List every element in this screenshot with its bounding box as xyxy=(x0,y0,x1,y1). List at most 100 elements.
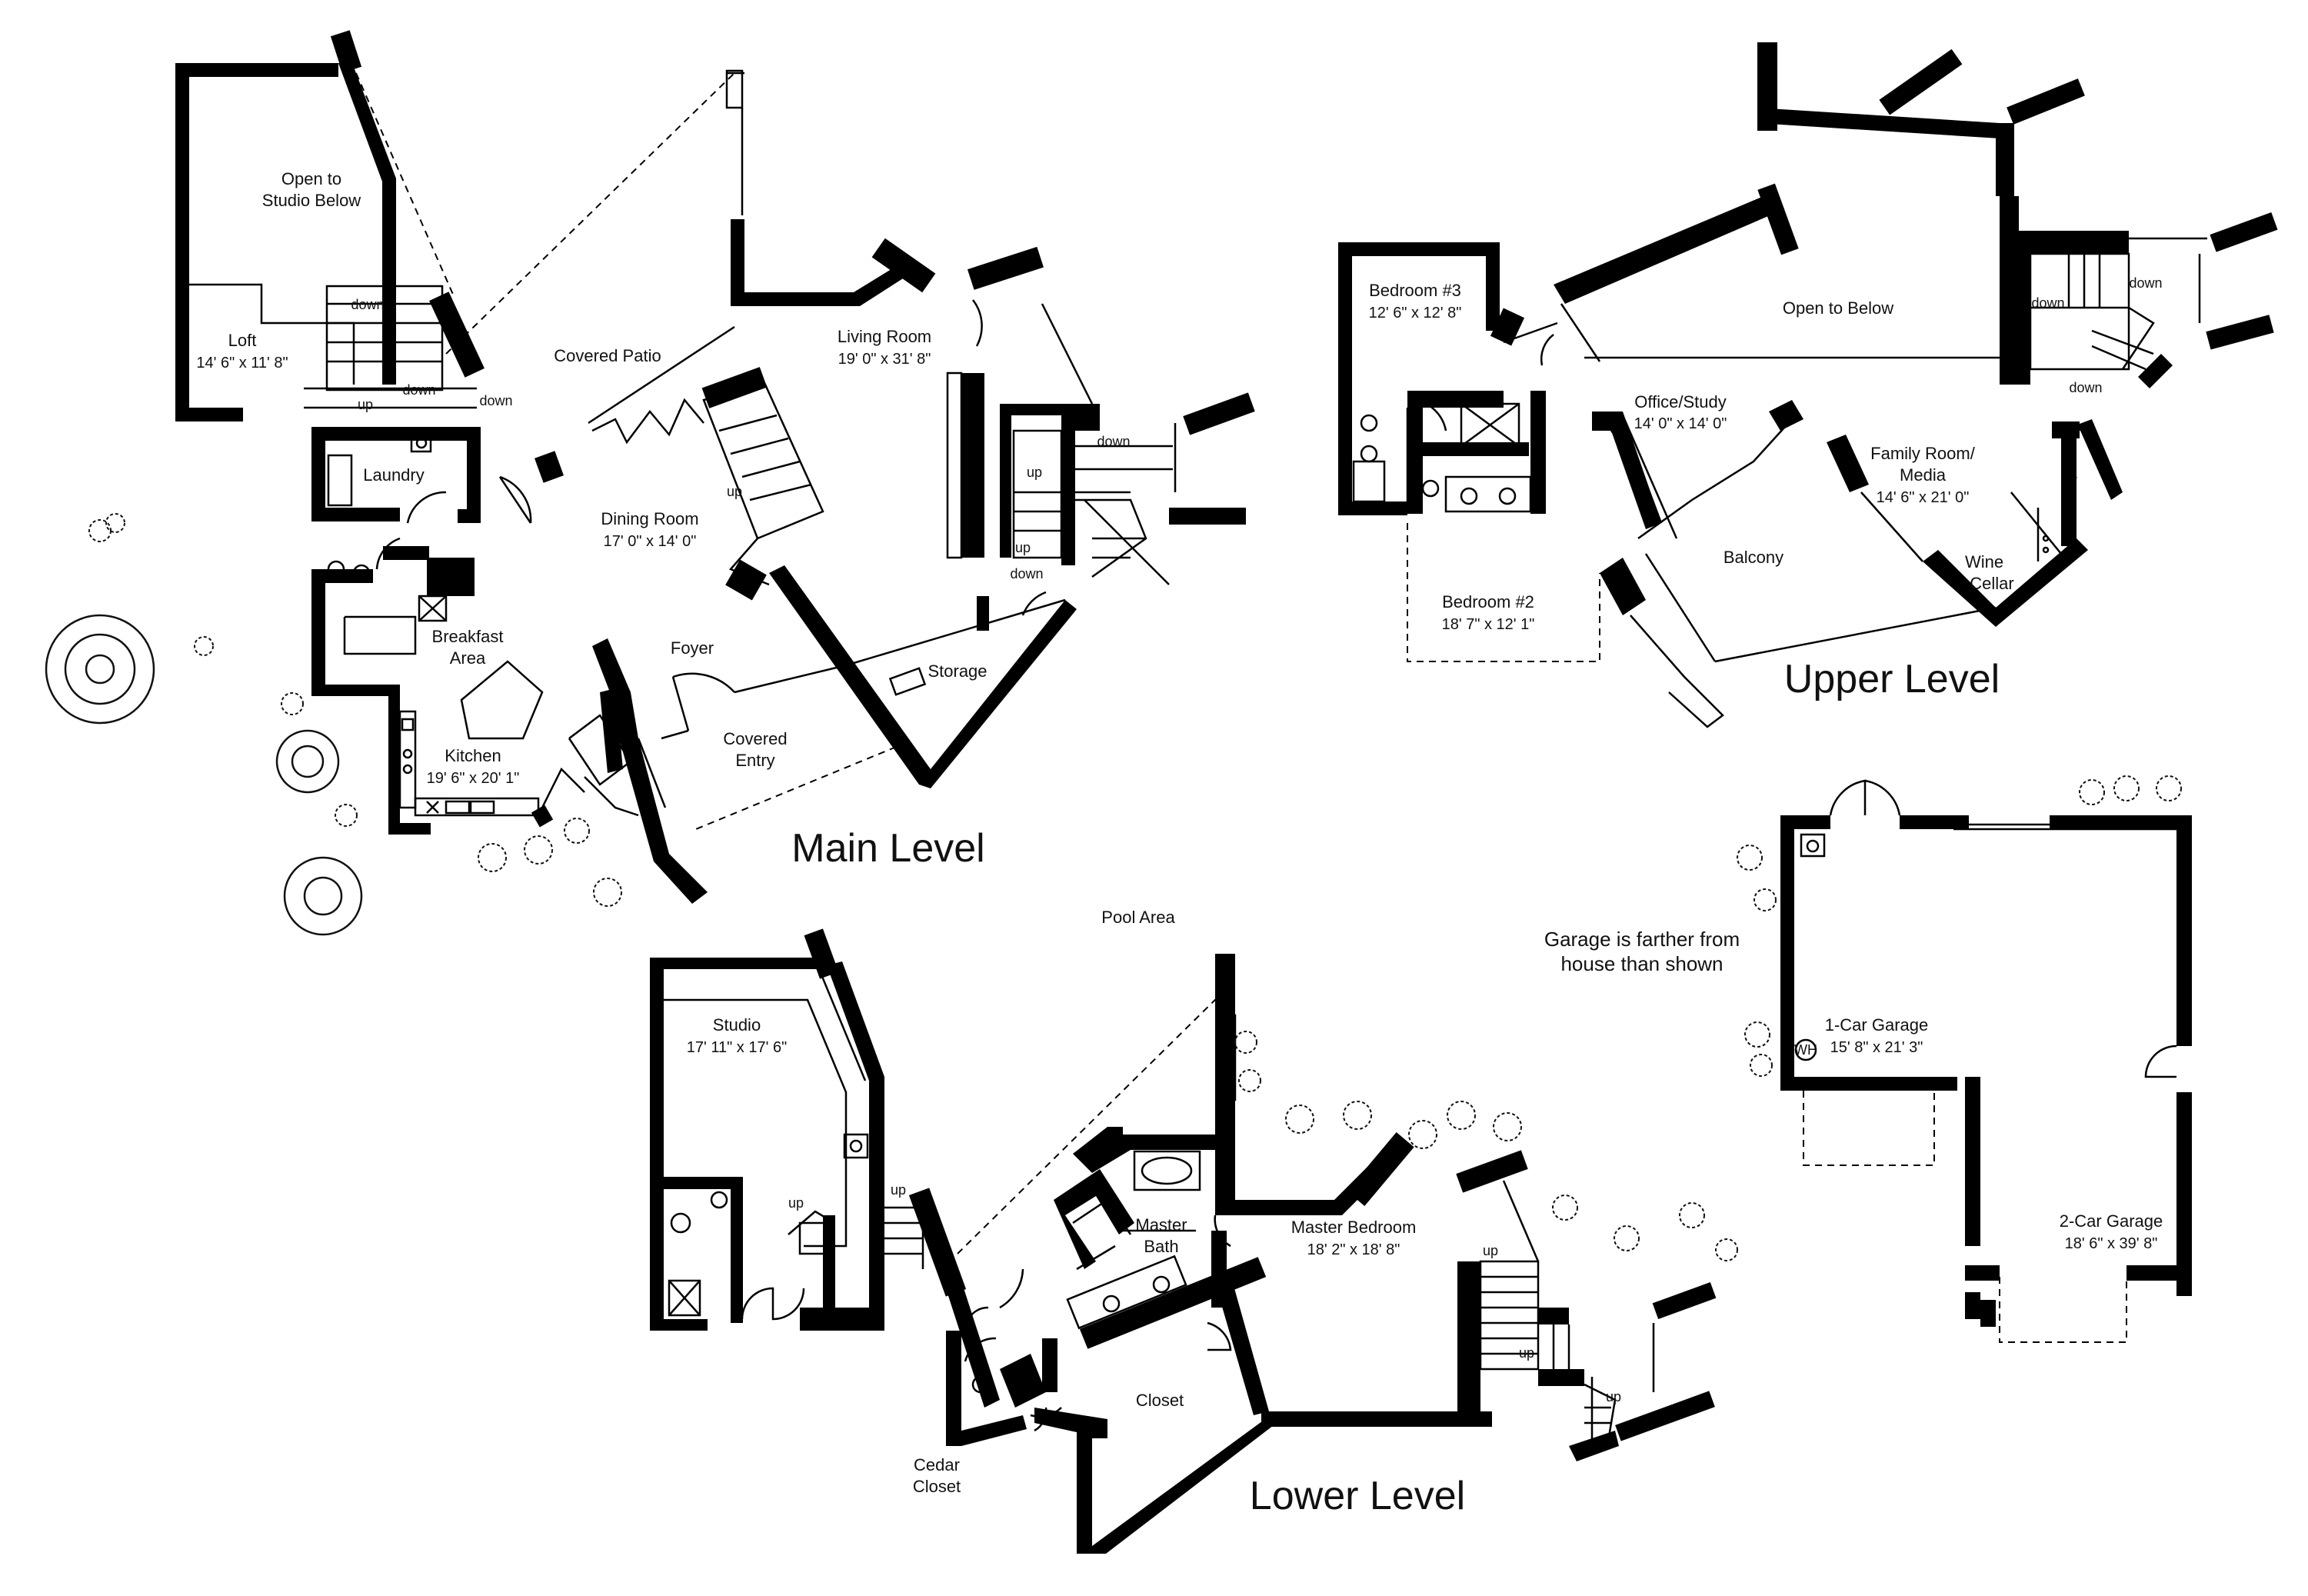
balcony-edge xyxy=(1714,606,1997,663)
label-cedar-closet-2: Closet xyxy=(913,1477,961,1496)
entry-dashed-line xyxy=(691,741,908,831)
one-car-apron xyxy=(1803,1091,1935,1166)
shrub xyxy=(593,878,622,907)
label-studio: Studio xyxy=(713,1015,761,1035)
label-two-car-dims: 18' 6" x 39' 8" xyxy=(2065,1235,2158,1252)
label-wh: WH xyxy=(1794,1042,1817,1058)
level-title-main: Main Level xyxy=(791,826,984,871)
closet-south-wall xyxy=(1261,1411,1492,1427)
powder-toilet xyxy=(327,560,345,578)
label-pool-area: Pool Area xyxy=(1101,908,1175,927)
label-wine-cellar-1: Wine xyxy=(1965,552,2003,571)
storage-wall xyxy=(845,598,1066,667)
loft-dashed-line xyxy=(355,72,455,297)
label-kitchen: Kitchen xyxy=(445,746,501,765)
upper-east-wall xyxy=(2000,196,2129,385)
two-car-apron xyxy=(1999,1277,2127,1343)
label-master-bedroom: Master Bedroom xyxy=(1291,1218,1417,1237)
east-wall-stub xyxy=(1183,392,1255,435)
upper-bathtub xyxy=(1352,460,1386,503)
label-stair-up: up xyxy=(1519,1345,1534,1361)
shrub xyxy=(335,804,358,827)
office-wall xyxy=(1592,411,1661,529)
kitchen-counter-south xyxy=(414,797,540,817)
kitchen-island xyxy=(460,660,544,740)
garage-sink xyxy=(1800,833,1826,858)
loft-stair xyxy=(304,285,477,409)
shrub xyxy=(524,835,553,865)
label-family-room-1: Family Room/ xyxy=(1870,444,1976,463)
patio-post xyxy=(725,69,744,109)
label-two-car-garage: 2-Car Garage xyxy=(2060,1211,2163,1231)
label-open-to-below: Open to Below xyxy=(1783,298,1893,318)
label-dining-room-dims: 17' 0" x 14' 0" xyxy=(604,533,697,550)
bedroom3-bath-wall xyxy=(1411,391,1504,408)
upper-vanity xyxy=(1444,475,1532,513)
label-stair-up: up xyxy=(727,484,742,499)
label-stair-up: up xyxy=(788,1195,804,1211)
lower-level: Pool Area Studio 17' 11" x 17' 6" up up … xyxy=(650,908,1738,1554)
label-bedroom3: Bedroom #3 xyxy=(1369,281,1461,300)
master-bath-wall xyxy=(1073,1127,1219,1173)
upper-stair xyxy=(2029,237,2207,371)
shrub xyxy=(281,692,304,715)
loft-diagonal-wall xyxy=(338,63,396,385)
label-stair-down: down xyxy=(2069,380,2102,395)
label-stair-up: up xyxy=(1483,1243,1498,1258)
living-room-corner xyxy=(871,238,936,293)
garage-note-2: house than shown xyxy=(1560,952,1723,975)
water-heater xyxy=(1794,1038,1817,1061)
garage-door-left xyxy=(1829,779,1867,816)
label-storage: Storage xyxy=(928,661,987,681)
tree-medium-1 xyxy=(275,729,340,794)
master-tub xyxy=(1133,1150,1201,1191)
label-stair-down: down xyxy=(402,382,435,398)
laundry-sink xyxy=(410,433,432,453)
pantry-box xyxy=(418,595,448,622)
label-stair-down: down xyxy=(1097,434,1130,449)
label-office-dims: 14' 0" x 14' 0" xyxy=(1634,415,1727,432)
wine-cellar-wall xyxy=(2010,491,2062,555)
lower-west-wall xyxy=(946,1331,1027,1446)
loft-railing xyxy=(189,283,355,385)
office-rail xyxy=(1637,418,1793,540)
upper-diagonal-wall xyxy=(1554,191,1784,304)
master-stair xyxy=(1479,1260,1617,1448)
loft-top-wall-end xyxy=(330,30,362,73)
label-stair-up: up xyxy=(1606,1389,1621,1404)
fireplace-hearth xyxy=(946,372,963,559)
label-loft-dims: 14' 6" x 11' 8" xyxy=(196,355,288,372)
living-room-south-wall xyxy=(769,565,1077,788)
label-cedar-closet-1: Cedar xyxy=(914,1455,960,1474)
shrub xyxy=(194,636,214,656)
laundry-wall xyxy=(311,427,481,523)
label-living-room-dims: 19' 0" x 31' 8" xyxy=(838,351,931,368)
studio-shower xyxy=(668,1279,701,1317)
label-one-car-dims: 15' 8" x 21' 3" xyxy=(1830,1039,1923,1056)
master-bedroom-east-wall xyxy=(1457,1261,1480,1411)
living-room-stair xyxy=(1012,429,1173,585)
master-bedroom-north-wall xyxy=(1231,1158,1388,1215)
patio-cover-line xyxy=(445,72,735,355)
living-room-north-wall xyxy=(731,219,911,306)
tree-medium-2 xyxy=(283,856,363,936)
label-master-bath-2: Bath xyxy=(1144,1237,1178,1256)
label-closet: Closet xyxy=(1136,1391,1184,1410)
label-stair-up: up xyxy=(891,1182,906,1198)
label-bedroom2: Bedroom #2 xyxy=(1442,592,1534,611)
label-family-room-2: Media xyxy=(1900,465,1947,485)
garage: WH Garage is farther from house than sho… xyxy=(1544,775,2192,1343)
label-open-to-studio-1: Open to xyxy=(281,169,341,188)
label-studio-dims: 17' 11" x 17' 6" xyxy=(687,1039,787,1056)
label-open-to-studio-2: Studio Below xyxy=(262,191,361,210)
storage-box xyxy=(888,667,927,696)
east-wall-stub2 xyxy=(1169,508,1246,525)
label-laundry: Laundry xyxy=(363,465,425,485)
label-covered-entry-1: Covered xyxy=(723,729,787,748)
label-master-bedroom-dims: 18' 2" x 18' 8" xyxy=(1307,1241,1400,1258)
upper-level: Bedroom #3 12' 6" x 12' 8" Open to Below… xyxy=(1338,42,2278,728)
family-room-wall xyxy=(1923,538,2088,627)
label-stair-up: up xyxy=(1027,465,1042,480)
label-stair-down: down xyxy=(479,393,512,408)
garage-note-1: Garage is farther from xyxy=(1544,928,1740,951)
